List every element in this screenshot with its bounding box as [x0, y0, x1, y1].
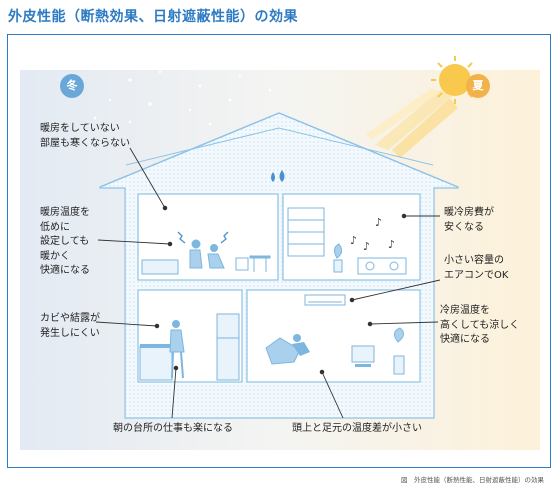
label-cooling-temp: 冷房温度を 高くしても涼しく 快適になる: [440, 304, 519, 348]
label-line: 暖冷房費が: [444, 207, 494, 218]
kitchen-furniture: [139, 313, 240, 381]
label-heating-temp: 暖房温度を 低めに 設定しても 暖かく 快適になる: [40, 206, 90, 279]
label-line: 安くなる: [444, 221, 484, 233]
sun-icon: [366, 56, 479, 158]
label-line: エアコンでOK: [444, 269, 509, 281]
label-line: 部屋も寒くならない: [40, 137, 130, 149]
snowflake-icon: [93, 70, 272, 126]
winter-badge: 冬: [60, 74, 84, 98]
room-upper-left: [137, 193, 279, 281]
svg-text:♪: ♪: [375, 216, 382, 229]
leader-lines: [95, 147, 441, 419]
page-title: 外皮性能（断熱効果、日射遮蔽性能）の効果: [8, 9, 298, 25]
svg-text:♪: ♪: [388, 238, 395, 251]
svg-text:♪: ♪: [350, 234, 357, 247]
label-line: 高くしても涼しく: [440, 319, 520, 331]
label-line: 小さい容量の: [444, 255, 504, 266]
upper-right-furniture: [287, 207, 407, 275]
water-drop-icon: [271, 170, 285, 182]
label-line: カビや結露が: [40, 313, 100, 324]
label-line: 発生しにくい: [40, 327, 100, 339]
label-small-ac: 小さい容量の エアコンでOK: [444, 254, 508, 283]
living-furniture: [265, 294, 405, 375]
warmth-icon: [177, 231, 229, 244]
label-cost: 暖冷房費が 安くなる: [444, 206, 494, 235]
label-temp-diff: 頭上と足元の温度差が小さい: [292, 423, 422, 434]
label-line: 暖房温度を: [40, 207, 90, 218]
label-line: 暖かく: [40, 250, 70, 262]
label-mold: カビや結露が 発生しにくい: [40, 312, 100, 341]
upper-left-furniture: [141, 239, 271, 275]
air-conditioner-icon: [304, 294, 346, 306]
summer-badge: 夏: [466, 74, 490, 98]
label-line: 低めに: [40, 221, 70, 233]
svg-text:♪: ♪: [363, 240, 370, 253]
label-line: 冷房温度を: [440, 305, 490, 316]
label-line: 設定しても: [40, 236, 90, 247]
label-line: 快適になる: [440, 334, 490, 345]
label-line: 暖房をしていない: [40, 123, 120, 134]
music-note-icon: ♪ ♪ ♪ ♪: [350, 216, 395, 253]
diagram-frame: [7, 34, 551, 468]
figure-caption: 図 外皮性能（断熱性能、日射遮蔽性能）の効果: [401, 476, 544, 484]
label-line: 快適になる: [40, 265, 90, 276]
label-kitchen: 朝の台所の仕事も楽になる: [113, 423, 233, 434]
label-cold-room: 暖房をしていない 部屋も寒くならない: [40, 122, 130, 151]
